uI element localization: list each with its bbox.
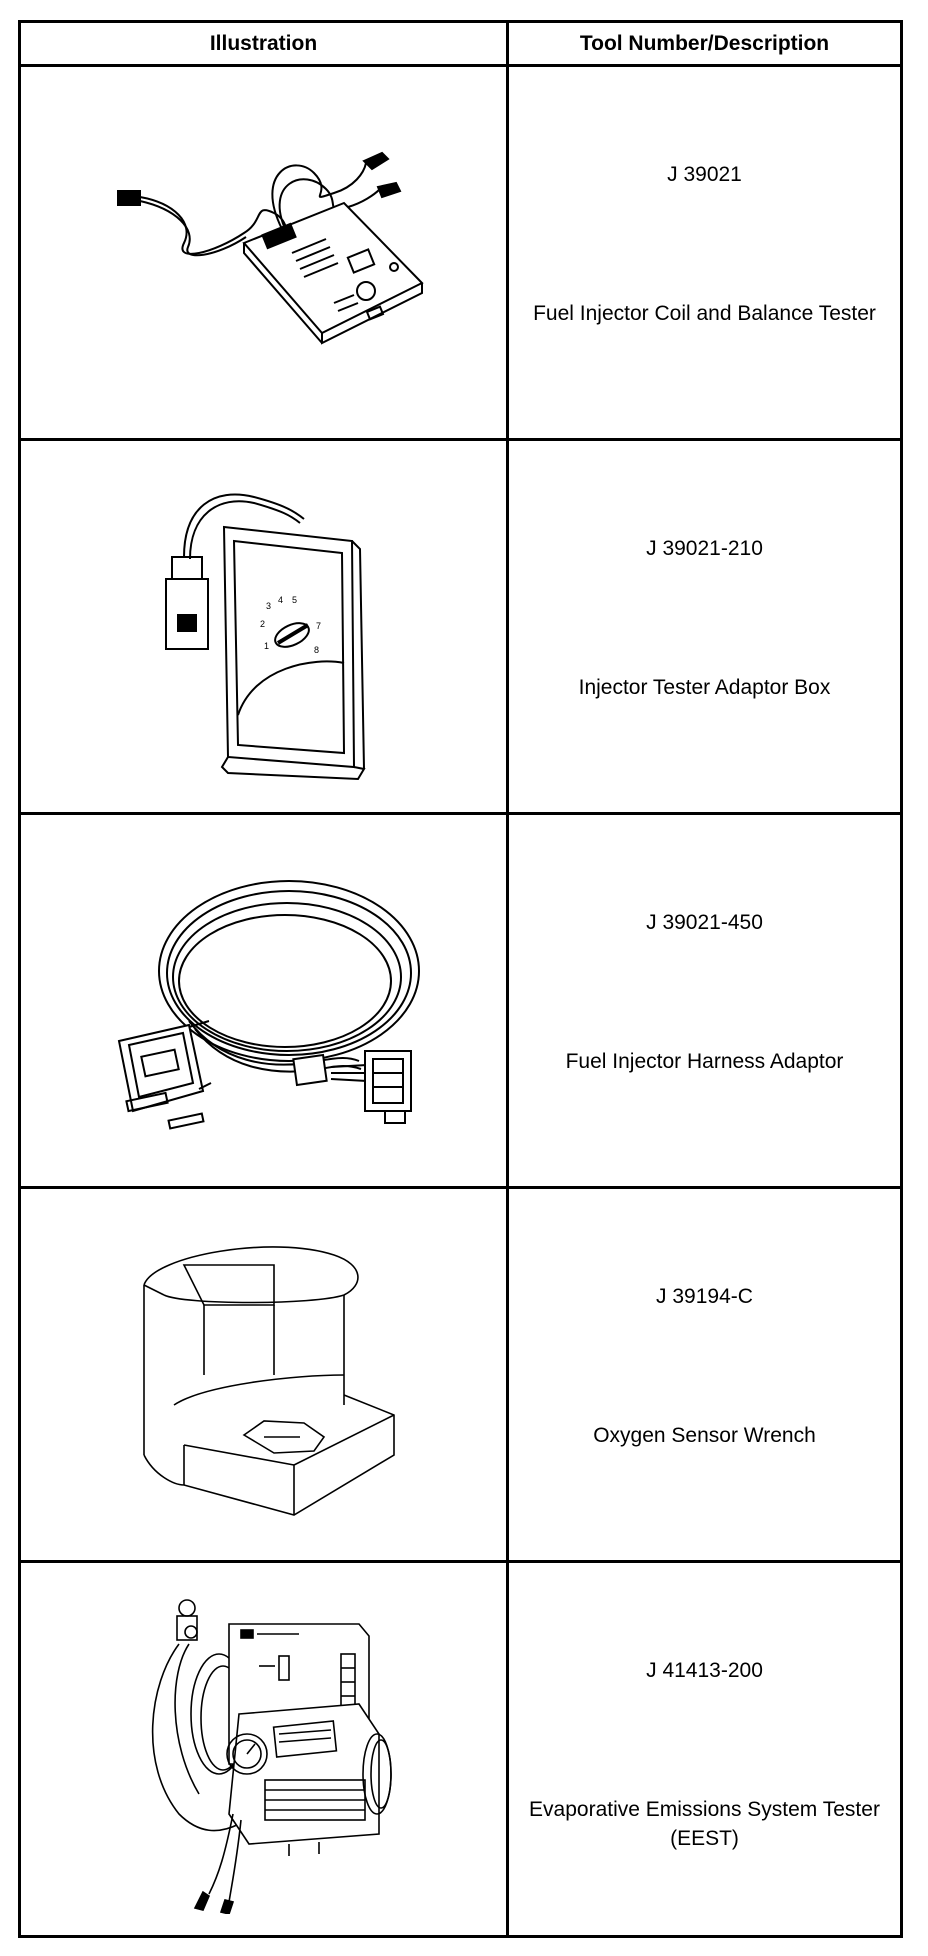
table-header: Illustration Tool Number/Description	[21, 23, 900, 67]
tool-description: Oxygen Sensor Wrench	[593, 1424, 816, 1447]
adaptor-box-icon: 3 4 5 2 1 7 8	[164, 493, 366, 780]
illustration-cell	[21, 1189, 509, 1560]
emissions-tester-icon	[151, 1599, 392, 1914]
table-row: J 39021-450 Fuel Injector Harness Adapto…	[21, 815, 900, 1189]
tool-description: Fuel Injector Coil and Balance Tester	[533, 302, 876, 325]
svg-text:2: 2	[260, 619, 265, 629]
header-illustration: Illustration	[21, 23, 509, 64]
tool-number: J 41413-200	[646, 1659, 763, 1682]
illustration-cell	[21, 67, 509, 438]
tool-table: Illustration Tool Number/Description	[18, 20, 903, 1938]
tool-description-cell: J 39021-450 Fuel Injector Harness Adapto…	[509, 815, 900, 1186]
table-row: J 39021 Fuel Injector Coil and Balance T…	[21, 67, 900, 441]
tool-description-cell: J 41413-200 Evaporative Emissions System…	[509, 1563, 900, 1935]
header-tool: Tool Number/Description	[579, 31, 830, 55]
tool-number: J 39194-C	[656, 1285, 753, 1308]
tool-number: J 39021-450	[646, 911, 763, 934]
illustration-cell	[21, 1563, 509, 1935]
svg-text:7: 7	[316, 621, 321, 631]
table-row: 3 4 5 2 1 7 8 J 39021-210 Injector Teste…	[21, 441, 900, 815]
tool-description-cell: J 39021-210 Injector Tester Adaptor Box	[509, 441, 900, 812]
illustration-cell: 3 4 5 2 1 7 8	[21, 441, 509, 812]
svg-text:5: 5	[292, 595, 297, 605]
tool-description: Evaporative Emissions System Tester (EES…	[529, 1798, 880, 1850]
svg-text:3: 3	[266, 601, 271, 611]
illustration-cell	[21, 815, 509, 1186]
oxygen-sensor-wrench-icon	[142, 1245, 395, 1516]
svg-text:4: 4	[278, 595, 283, 605]
tool-description: Fuel Injector Harness Adaptor	[565, 1050, 844, 1073]
table-row: J 39194-C Oxygen Sensor Wrench	[21, 1189, 900, 1563]
tool-number: J 39021	[667, 163, 742, 186]
harness-adaptor-icon	[117, 879, 420, 1130]
injector-tester-icon	[116, 151, 424, 345]
tool-number: J 39021-210	[646, 537, 763, 560]
table-row: J 41413-200 Evaporative Emissions System…	[21, 1563, 900, 1935]
svg-text:8: 8	[314, 645, 319, 655]
tool-description-cell: J 39021 Fuel Injector Coil and Balance T…	[509, 67, 900, 438]
svg-text:1: 1	[264, 641, 269, 651]
tool-description: Injector Tester Adaptor Box	[578, 676, 831, 699]
tool-description-cell: J 39194-C Oxygen Sensor Wrench	[509, 1189, 900, 1560]
